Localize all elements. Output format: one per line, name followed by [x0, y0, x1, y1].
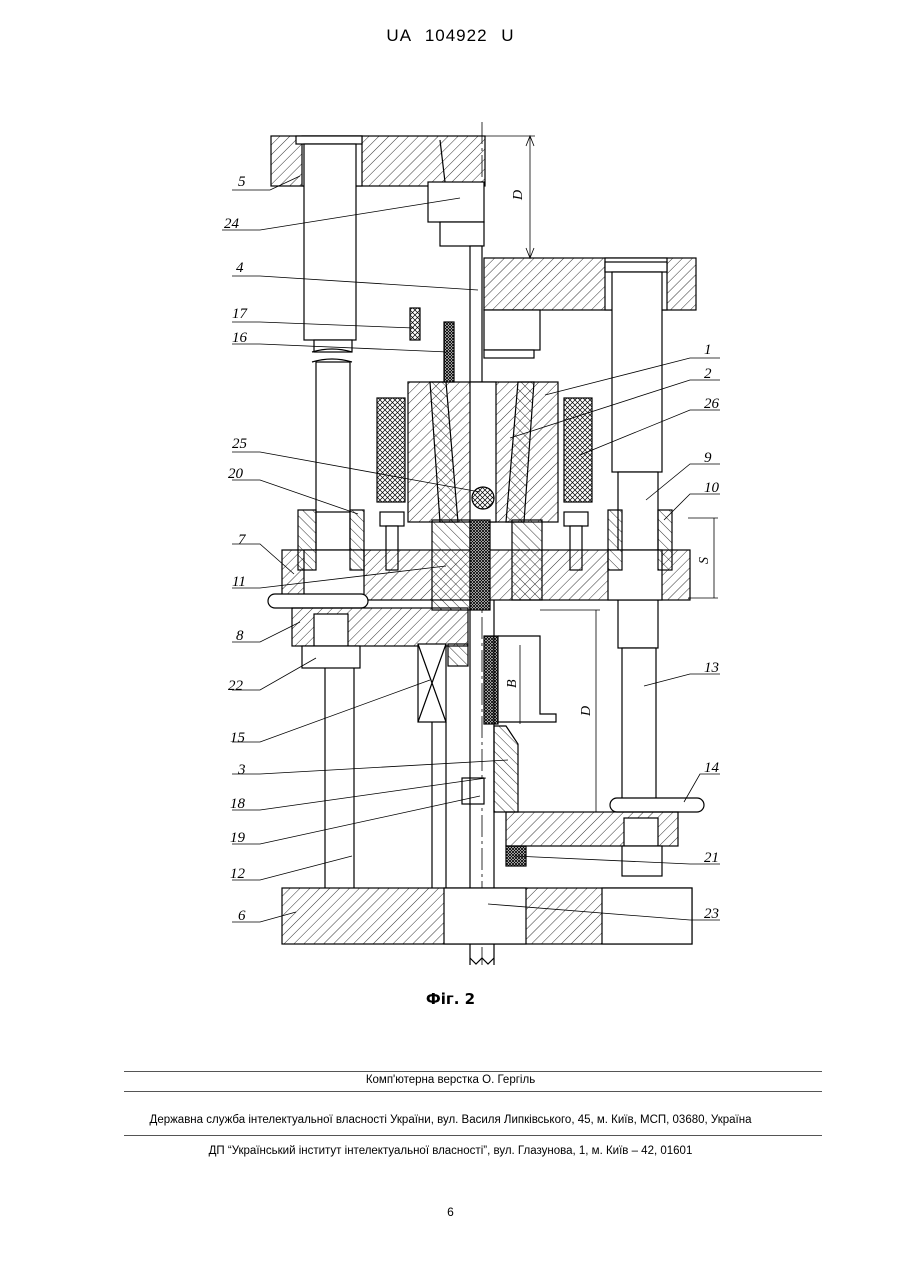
- part-label-2: 2: [704, 366, 712, 382]
- part-label-6: 6: [238, 908, 246, 924]
- part-label-25: 25: [232, 436, 248, 452]
- part-label-17: 17: [232, 306, 249, 322]
- footer-rule-bottom: [124, 1135, 822, 1136]
- part-label-7: 7: [238, 532, 247, 548]
- part-label-10: 10: [704, 480, 720, 496]
- part-label-16: 16: [232, 330, 248, 346]
- page-number: 6: [0, 1205, 901, 1219]
- part-label-9: 9: [704, 450, 712, 466]
- part-label-15: 15: [230, 730, 246, 746]
- part-label-8: 8: [236, 628, 244, 644]
- part-label-14: 14: [704, 760, 720, 776]
- part-label-18: 18: [230, 796, 246, 812]
- office-address: Державна служба інтелектуальної власност…: [0, 1114, 901, 1126]
- part-label-12: 12: [230, 866, 246, 882]
- institute-address: ДП “Український інститут інтелектуальної…: [0, 1145, 901, 1157]
- footer-rule-middle: [124, 1091, 822, 1092]
- layout-credit: Комп'ютерна верстка О. Гергіль: [0, 1074, 901, 1086]
- part-label-22: 22: [228, 678, 244, 694]
- part-label-26: 26: [704, 396, 720, 412]
- dimension-label-d-top: D: [511, 190, 526, 201]
- part-label-19: 19: [230, 830, 246, 846]
- part-label-23: 23: [704, 906, 719, 922]
- part-label-1: 1: [704, 342, 712, 358]
- part-label-3: 3: [237, 762, 246, 778]
- figure-caption: Фіг. 2: [0, 990, 901, 1008]
- part-label-5: 5: [238, 174, 246, 190]
- part-label-11: 11: [232, 574, 246, 590]
- part-label-13: 13: [704, 660, 719, 676]
- part-label-4: 4: [236, 260, 244, 276]
- dimension-label-d-bottom: D: [579, 706, 594, 717]
- footer-rule-top: [124, 1071, 822, 1072]
- dimension-label-s: S: [697, 557, 712, 564]
- part-label-20: 20: [228, 466, 244, 482]
- part-label-21: 21: [704, 850, 719, 866]
- part-label-24: 24: [224, 216, 240, 232]
- dimension-label-b: B: [505, 679, 520, 688]
